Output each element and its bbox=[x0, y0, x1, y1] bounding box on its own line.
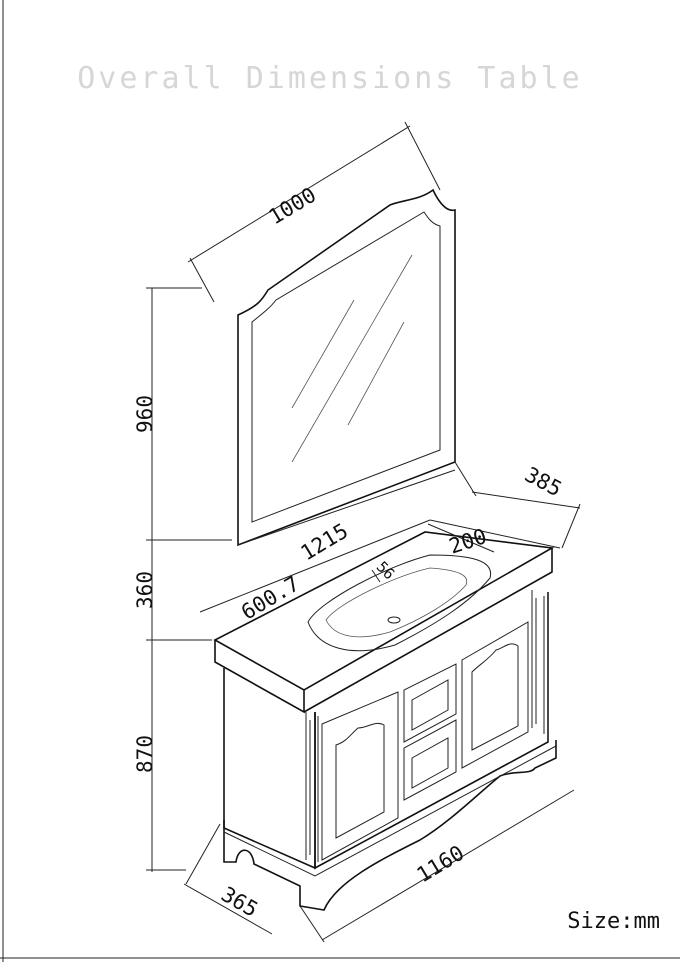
left-side-panel bbox=[223, 668, 316, 870]
basin-inner bbox=[325, 567, 468, 638]
mirror-glare-1 bbox=[291, 299, 355, 409]
basin-drain bbox=[387, 616, 401, 624]
mirror-inner-frame bbox=[251, 211, 441, 523]
dim-line-base-depth bbox=[183, 883, 273, 935]
left-door-panel bbox=[335, 722, 385, 839]
bottom-drawer bbox=[403, 719, 457, 801]
dim-ext-depth-b bbox=[561, 503, 581, 549]
dim-line-top-width-ext bbox=[429, 519, 561, 549]
dim-ext-mirror-width-left bbox=[189, 257, 215, 303]
mirror bbox=[237, 188, 456, 547]
right-column bbox=[531, 590, 549, 740]
dim-label-left-width: 600.7 bbox=[237, 571, 304, 624]
left-door bbox=[321, 691, 399, 861]
drawing-title: Overall Dimensions Table bbox=[77, 61, 582, 96]
mirror-bottom-bar bbox=[237, 469, 456, 546]
dim-line-depth bbox=[471, 491, 581, 509]
dim-label-mirror-height: 960 bbox=[133, 395, 157, 433]
dim-line-mirror-width bbox=[187, 125, 411, 263]
dim-label-basin-offset: 200 bbox=[446, 524, 489, 559]
dimension-lines bbox=[146, 121, 581, 943]
left-column bbox=[305, 712, 319, 862]
dim-ext-base-depth bbox=[185, 823, 221, 885]
mirror-outer-frame bbox=[237, 188, 456, 547]
dim-label-base-width: 1160 bbox=[413, 841, 469, 888]
dim-line-basin-offset bbox=[427, 523, 495, 553]
mirror-glare-2 bbox=[291, 254, 413, 463]
plinth-top-line bbox=[223, 745, 557, 877]
dim-label-mirror-width: 1000 bbox=[265, 183, 321, 230]
top-drawer-panel bbox=[411, 679, 449, 731]
top-drawer bbox=[403, 663, 457, 743]
dim-label-cabinet-height: 870 bbox=[133, 735, 157, 773]
right-door-panel bbox=[471, 643, 519, 751]
dim-line-top-width bbox=[199, 519, 431, 613]
mirror-glare-3 bbox=[347, 321, 405, 426]
dim-ext-depth-a bbox=[454, 461, 477, 497]
dim-ext-base-width-left bbox=[299, 905, 325, 943]
faucet-line bbox=[371, 569, 381, 583]
basin-outline bbox=[307, 554, 492, 652]
dim-line-base-width bbox=[321, 789, 575, 941]
unit-label: Size:mm bbox=[567, 909, 660, 934]
plinth bbox=[223, 740, 557, 911]
dim-ext-mirror-width-right bbox=[404, 121, 441, 191]
bottom-drawer-panel bbox=[411, 737, 449, 789]
dim-label-top-width: 1215 bbox=[297, 519, 353, 566]
right-door bbox=[461, 621, 529, 769]
vanity-cabinet bbox=[213, 531, 557, 911]
dim-label-top-gap: 360 bbox=[133, 571, 157, 609]
dim-label-cabinet-depth: 385 bbox=[521, 462, 566, 501]
countertop-edge bbox=[214, 548, 553, 714]
